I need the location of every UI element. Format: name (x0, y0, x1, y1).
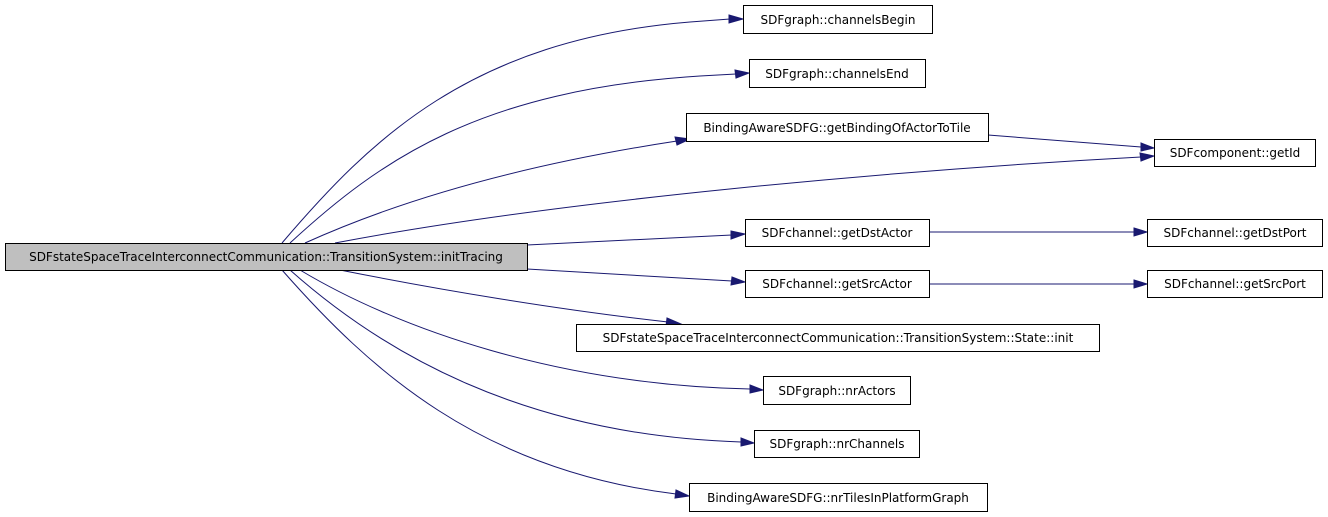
arrowhead-icon (1139, 152, 1156, 162)
node-stateinit[interactable]: SDFstateSpaceTraceInterconnectCommunicat… (576, 324, 1100, 352)
nodes-layer: SDFstateSpaceTraceInterconnectCommunicat… (5, 5, 1323, 512)
arrowhead-icon (1133, 279, 1149, 289)
arrowhead-icon (1133, 227, 1149, 237)
node-box (1154, 139, 1316, 167)
edge-root-to-nrchannels (289, 269, 742, 443)
node-getsrcactor[interactable]: SDFchannel::getSrcActor (745, 270, 930, 298)
node-label: SDFstateSpaceTraceInterconnectCommunicat… (603, 331, 1074, 345)
arrowhead-icon (740, 437, 756, 447)
node-box (576, 324, 1100, 352)
node-channelsend[interactable]: SDFgraph::channelsEnd (749, 59, 926, 88)
edge-getbindingofactortotile-to-getid (987, 134, 1142, 148)
edges-layer (281, 14, 1156, 499)
arrowhead-icon (1140, 142, 1156, 152)
arrowhead-icon (730, 276, 747, 286)
node-box (1147, 270, 1323, 298)
node-label: SDFstateSpaceTraceInterconnectCommunicat… (29, 250, 503, 264)
arrowhead-icon (674, 489, 691, 499)
node-box (1147, 219, 1323, 247)
node-getdstport[interactable]: SDFchannel::getDstPort (1147, 219, 1323, 247)
edge-root-to-channelsend (289, 73, 737, 244)
edge-root-to-nrtilesinplatformgraph (281, 269, 677, 495)
node-root[interactable]: SDFstateSpaceTraceInterconnectCommunicat… (5, 243, 528, 271)
node-label: SDFchannel::getSrcActor (762, 277, 912, 291)
node-label: SDFchannel::getDstActor (762, 226, 913, 240)
edge-root-to-getid (334, 156, 1142, 244)
arrowhead-icon (749, 384, 765, 394)
edge-root-to-nractors (299, 269, 751, 390)
node-box (689, 483, 988, 512)
node-getdstactor[interactable]: SDFchannel::getDstActor (745, 219, 930, 247)
node-box (754, 430, 920, 458)
node-label: SDFgraph::nrActors (778, 384, 895, 398)
node-label: SDFcomponent::getId (1170, 146, 1301, 160)
node-nrchannels[interactable]: SDFgraph::nrChannels (754, 430, 920, 458)
node-label: BindingAwareSDFG::nrTilesInPlatformGraph (707, 491, 969, 505)
node-box (743, 5, 933, 34)
node-label: SDFgraph::nrChannels (769, 437, 904, 451)
arrowhead-icon (734, 69, 751, 79)
node-label: SDFgraph::channelsBegin (761, 13, 916, 27)
node-box (5, 243, 528, 271)
node-box (745, 270, 930, 298)
node-box (749, 59, 926, 88)
edge-root-to-getsrcactor (526, 268, 733, 282)
node-label: SDFgraph::channelsEnd (765, 67, 909, 81)
edge-root-to-getdstactor (526, 234, 733, 246)
edge-root-to-getbindingofactortotile (304, 140, 678, 244)
edge-root-to-stateinit (339, 269, 669, 323)
node-getbindingofactortotile[interactable]: BindingAwareSDFG::getBindingOfActorToTil… (686, 113, 989, 142)
node-label: BindingAwareSDFG::getBindingOfActorToTil… (703, 121, 970, 135)
node-label: SDFchannel::getDstPort (1163, 226, 1306, 240)
edge-root-to-channelsbegin (281, 18, 731, 244)
node-getid[interactable]: SDFcomponent::getId (1154, 139, 1316, 167)
node-box (686, 113, 989, 142)
arrowhead-icon (728, 14, 745, 24)
node-label: SDFchannel::getSrcPort (1164, 277, 1306, 291)
node-nractors[interactable]: SDFgraph::nrActors (763, 376, 911, 405)
node-channelsbegin[interactable]: SDFgraph::channelsBegin (743, 5, 933, 34)
node-box (763, 376, 911, 405)
arrowhead-icon (730, 230, 747, 240)
node-box (745, 219, 930, 247)
node-getsrcport[interactable]: SDFchannel::getSrcPort (1147, 270, 1323, 298)
node-nrtilesinplatformgraph[interactable]: BindingAwareSDFG::nrTilesInPlatformGraph (689, 483, 988, 512)
